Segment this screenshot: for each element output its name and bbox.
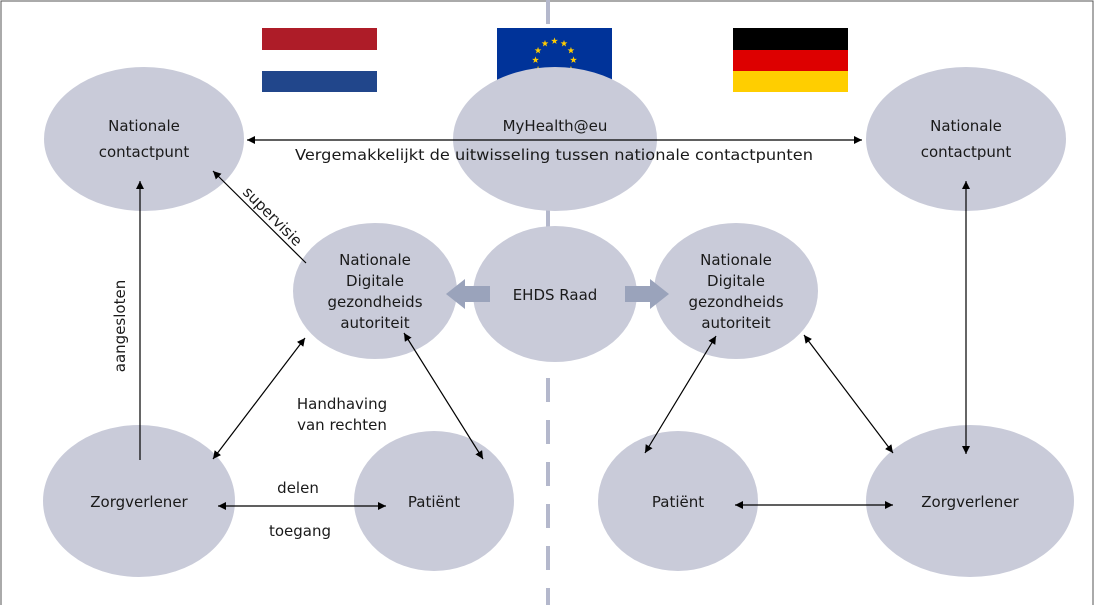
text-line: Patiënt [652, 493, 704, 511]
text-line: autoriteit [701, 314, 770, 332]
node-de-patient [598, 431, 758, 571]
arrow-authority-provider-nl [212, 337, 306, 460]
node-nl-zorgverlener [43, 425, 235, 577]
text-line: Nationale [339, 251, 411, 269]
text-line: Digitale [346, 272, 404, 290]
label-handhaving: Handhaving van rechten [297, 395, 387, 434]
text-line: Zorgverlener [90, 493, 188, 511]
node-nl-authority [293, 223, 457, 359]
arrow-authority-provider-de [803, 334, 894, 454]
text-line: gezondheids [688, 293, 783, 311]
node-myhealth-eu [453, 67, 657, 211]
label-de-contactpunt: Nationale contactpunt [921, 117, 1012, 161]
node-de-authority [654, 223, 818, 359]
node-nl-patient [354, 431, 514, 571]
eu-star-icon [560, 39, 568, 47]
node-de-zorgverlener [866, 425, 1074, 577]
label-nl-patient: Patiënt [408, 493, 460, 511]
eu-star-icon [532, 56, 539, 63]
text-line: Zorgverlener [921, 493, 1019, 511]
label-myhealth-description: Vergemakkelijkt de uitwisseling tussen n… [295, 146, 813, 164]
node-ehds-raad [473, 226, 637, 362]
text-line: van rechten [297, 416, 387, 434]
label-myhealth-eu: MyHealth@eu [503, 117, 608, 135]
eu-star-icon [551, 37, 558, 44]
eu-star-icon [541, 39, 549, 47]
text-line: EHDS Raad [513, 286, 598, 304]
arrow-supervisie [212, 170, 307, 264]
germany-flag [733, 28, 848, 92]
text-line: Nationale [930, 117, 1002, 135]
text-line: MyHealth@eu [503, 117, 608, 135]
node-nl-contactpunt [44, 67, 244, 211]
text-line: contactpunt [921, 143, 1012, 161]
label-nl-contactpunt: Nationale contactpunt [99, 117, 190, 161]
label-de-zorgverlener: Zorgverlener [921, 493, 1019, 511]
label-supervisie: supervisie [239, 183, 306, 250]
text-line: contactpunt [99, 143, 190, 161]
ehds-arrow-left [446, 279, 490, 309]
label-de-patient: Patiënt [652, 493, 704, 511]
label-nl-zorgverlener: Zorgverlener [90, 493, 188, 511]
eu-star-icon [534, 46, 542, 54]
text-line: Digitale [707, 272, 765, 290]
text-line: Patiënt [408, 493, 460, 511]
text-line: autoriteit [340, 314, 409, 332]
label-toegang: toegang [269, 522, 331, 540]
node-de-contactpunt [866, 67, 1066, 211]
text-line: Handhaving [297, 395, 387, 413]
text-line: Nationale [700, 251, 772, 269]
ehds-arrow-right [625, 279, 669, 309]
eu-star-icon [567, 46, 575, 54]
netherlands-flag [262, 28, 377, 92]
label-ehds-raad: EHDS Raad [513, 286, 598, 304]
eu-star-icon [570, 56, 577, 63]
label-delen: delen [277, 479, 319, 497]
arrow-authority-patient-de [644, 335, 717, 454]
text-line: Nationale [108, 117, 180, 135]
label-aangesloten: aangesloten [111, 280, 129, 372]
arrow-authority-patient-nl [403, 332, 484, 460]
text-line: gezondheids [327, 293, 422, 311]
